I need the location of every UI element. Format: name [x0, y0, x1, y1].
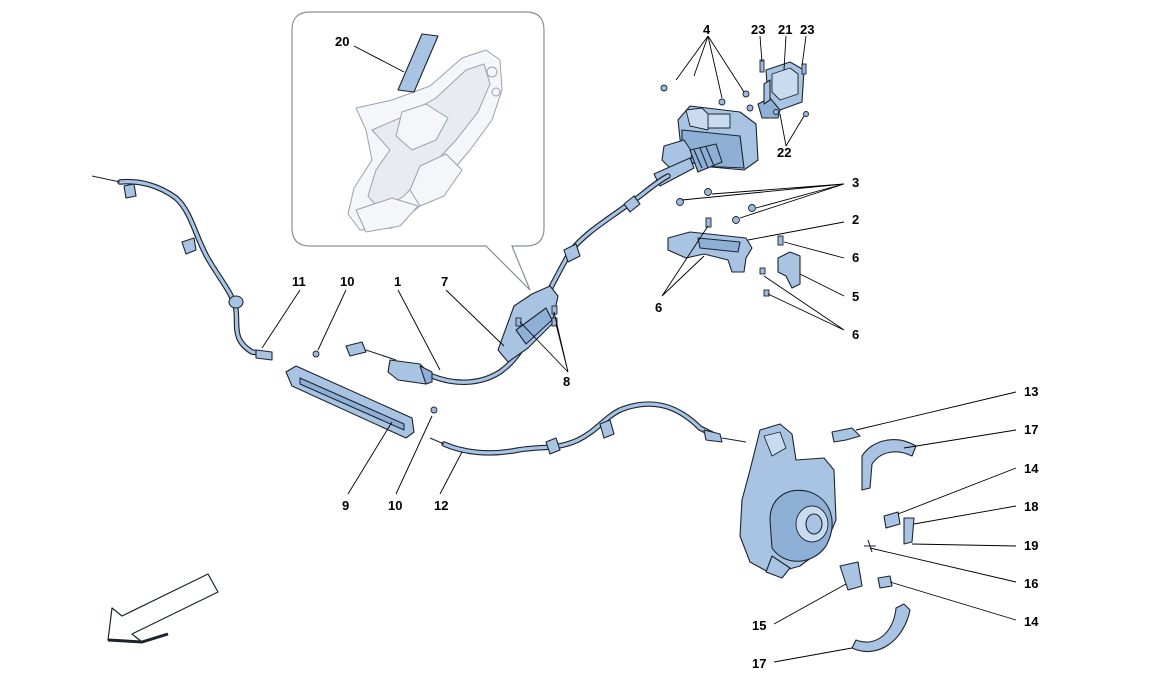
label-4: 4 [703, 22, 711, 37]
label-17-bottom: 17 [752, 656, 766, 671]
callout-labels: 20 4 23 21 23 22 3 2 6 5 6 6 11 10 1 7 8… [292, 22, 1039, 671]
label-18: 18 [1024, 499, 1038, 514]
label-11: 11 [292, 274, 306, 289]
label-17-top: 17 [1024, 422, 1038, 437]
label-23-left: 23 [751, 22, 765, 37]
label-10-top: 10 [340, 274, 354, 289]
lever-assembly [497, 285, 559, 363]
label-2: 2 [852, 212, 859, 227]
label-10-bottom: 10 [388, 498, 402, 513]
cables [91, 173, 747, 456]
label-19: 19 [1024, 538, 1038, 553]
label-6-top: 6 [852, 250, 859, 265]
wheel-hub [739, 423, 837, 579]
pad-strip-20 [397, 33, 439, 93]
label-6-bottom: 6 [852, 327, 859, 342]
label-3: 3 [852, 175, 859, 190]
label-6-left: 6 [655, 300, 662, 315]
label-22: 22 [777, 145, 791, 160]
brake-shoes [831, 427, 917, 653]
label-1: 1 [394, 274, 401, 289]
label-14-top: 14 [1024, 461, 1039, 476]
label-5: 5 [852, 289, 859, 304]
label-21: 21 [778, 22, 792, 37]
label-20: 20 [335, 34, 349, 49]
detail-callout [291, 11, 545, 291]
bracket-21 [757, 59, 809, 119]
label-23-right: 23 [800, 22, 814, 37]
part-15 [839, 561, 863, 591]
label-12: 12 [434, 498, 448, 513]
label-7: 7 [441, 274, 448, 289]
direction-arrow [107, 573, 219, 643]
leader-lines [261, 35, 1017, 663]
label-15: 15 [752, 618, 766, 633]
label-16: 16 [1024, 576, 1038, 591]
clip-5 [777, 251, 801, 289]
guide-rail-9 [285, 350, 438, 439]
brake-actuator [653, 84, 759, 187]
label-9: 9 [342, 498, 349, 513]
label-14-bottom: 14 [1024, 614, 1039, 629]
switch-module [345, 341, 433, 385]
label-8: 8 [563, 374, 570, 389]
bracket-2 [667, 188, 801, 297]
label-13: 13 [1024, 384, 1038, 399]
clip-13 [831, 427, 861, 443]
